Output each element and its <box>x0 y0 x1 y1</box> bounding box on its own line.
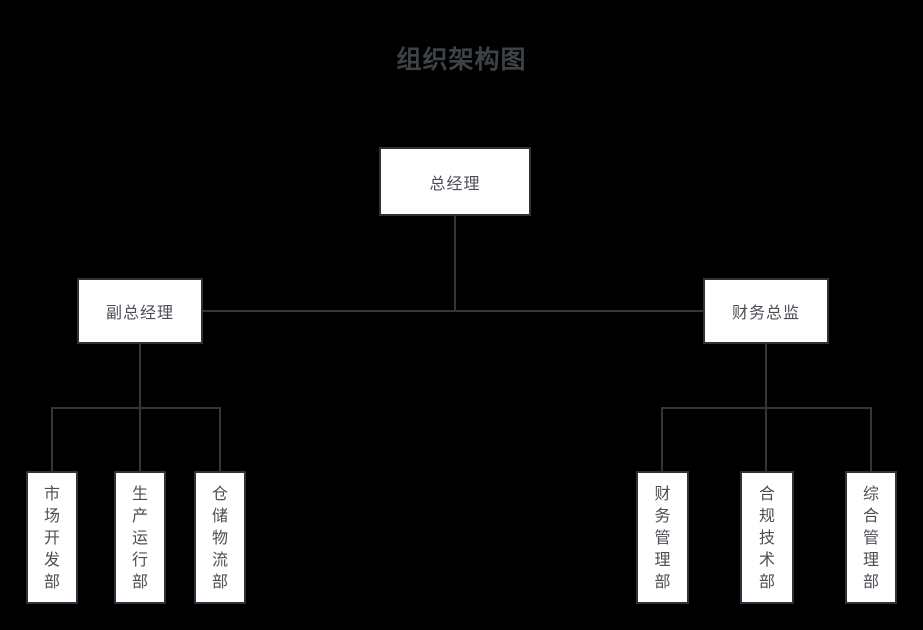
node-market-development-dept-label: 市场开发部 <box>44 483 61 591</box>
node-general-manager-label: 总经理 <box>429 173 481 193</box>
connector-right-branch-horizontal <box>661 407 872 409</box>
node-general-management-dept-label: 综合管理部 <box>863 483 880 591</box>
connector-left-branch-horizontal <box>51 407 221 409</box>
node-production-operation-dept: 生产运行部 <box>114 471 166 604</box>
connector-root-down <box>454 216 456 311</box>
chart-title: 组织架构图 <box>396 45 527 74</box>
connector-managers-horizontal <box>203 310 703 312</box>
node-general-manager: 总经理 <box>379 147 531 216</box>
connector-drop-finance-mgmt <box>661 407 663 471</box>
node-finance-director-label: 财务总监 <box>731 303 800 322</box>
node-finance-director: 财务总监 <box>703 278 829 344</box>
node-warehouse-logistics-dept-label: 仓储物流部 <box>212 483 229 591</box>
node-deputy-general-manager-label: 副总经理 <box>105 303 174 322</box>
node-finance-management-dept: 财务管理部 <box>636 471 689 604</box>
connector-drop-warehouse <box>219 407 221 471</box>
connector-drop-market-dev <box>51 407 53 471</box>
node-production-operation-dept-label: 生产运行部 <box>132 483 149 591</box>
node-compliance-technology-dept: 合规技术部 <box>740 471 794 604</box>
node-compliance-technology-dept-label: 合规技术部 <box>759 483 776 591</box>
node-warehouse-logistics-dept: 仓储物流部 <box>194 471 246 604</box>
node-general-management-dept: 综合管理部 <box>845 471 897 604</box>
node-deputy-general-manager: 副总经理 <box>77 278 203 344</box>
node-market-development-dept: 市场开发部 <box>26 471 78 604</box>
node-finance-management-dept-label: 财务管理部 <box>654 483 671 591</box>
connector-drop-general-mgmt <box>870 407 872 471</box>
